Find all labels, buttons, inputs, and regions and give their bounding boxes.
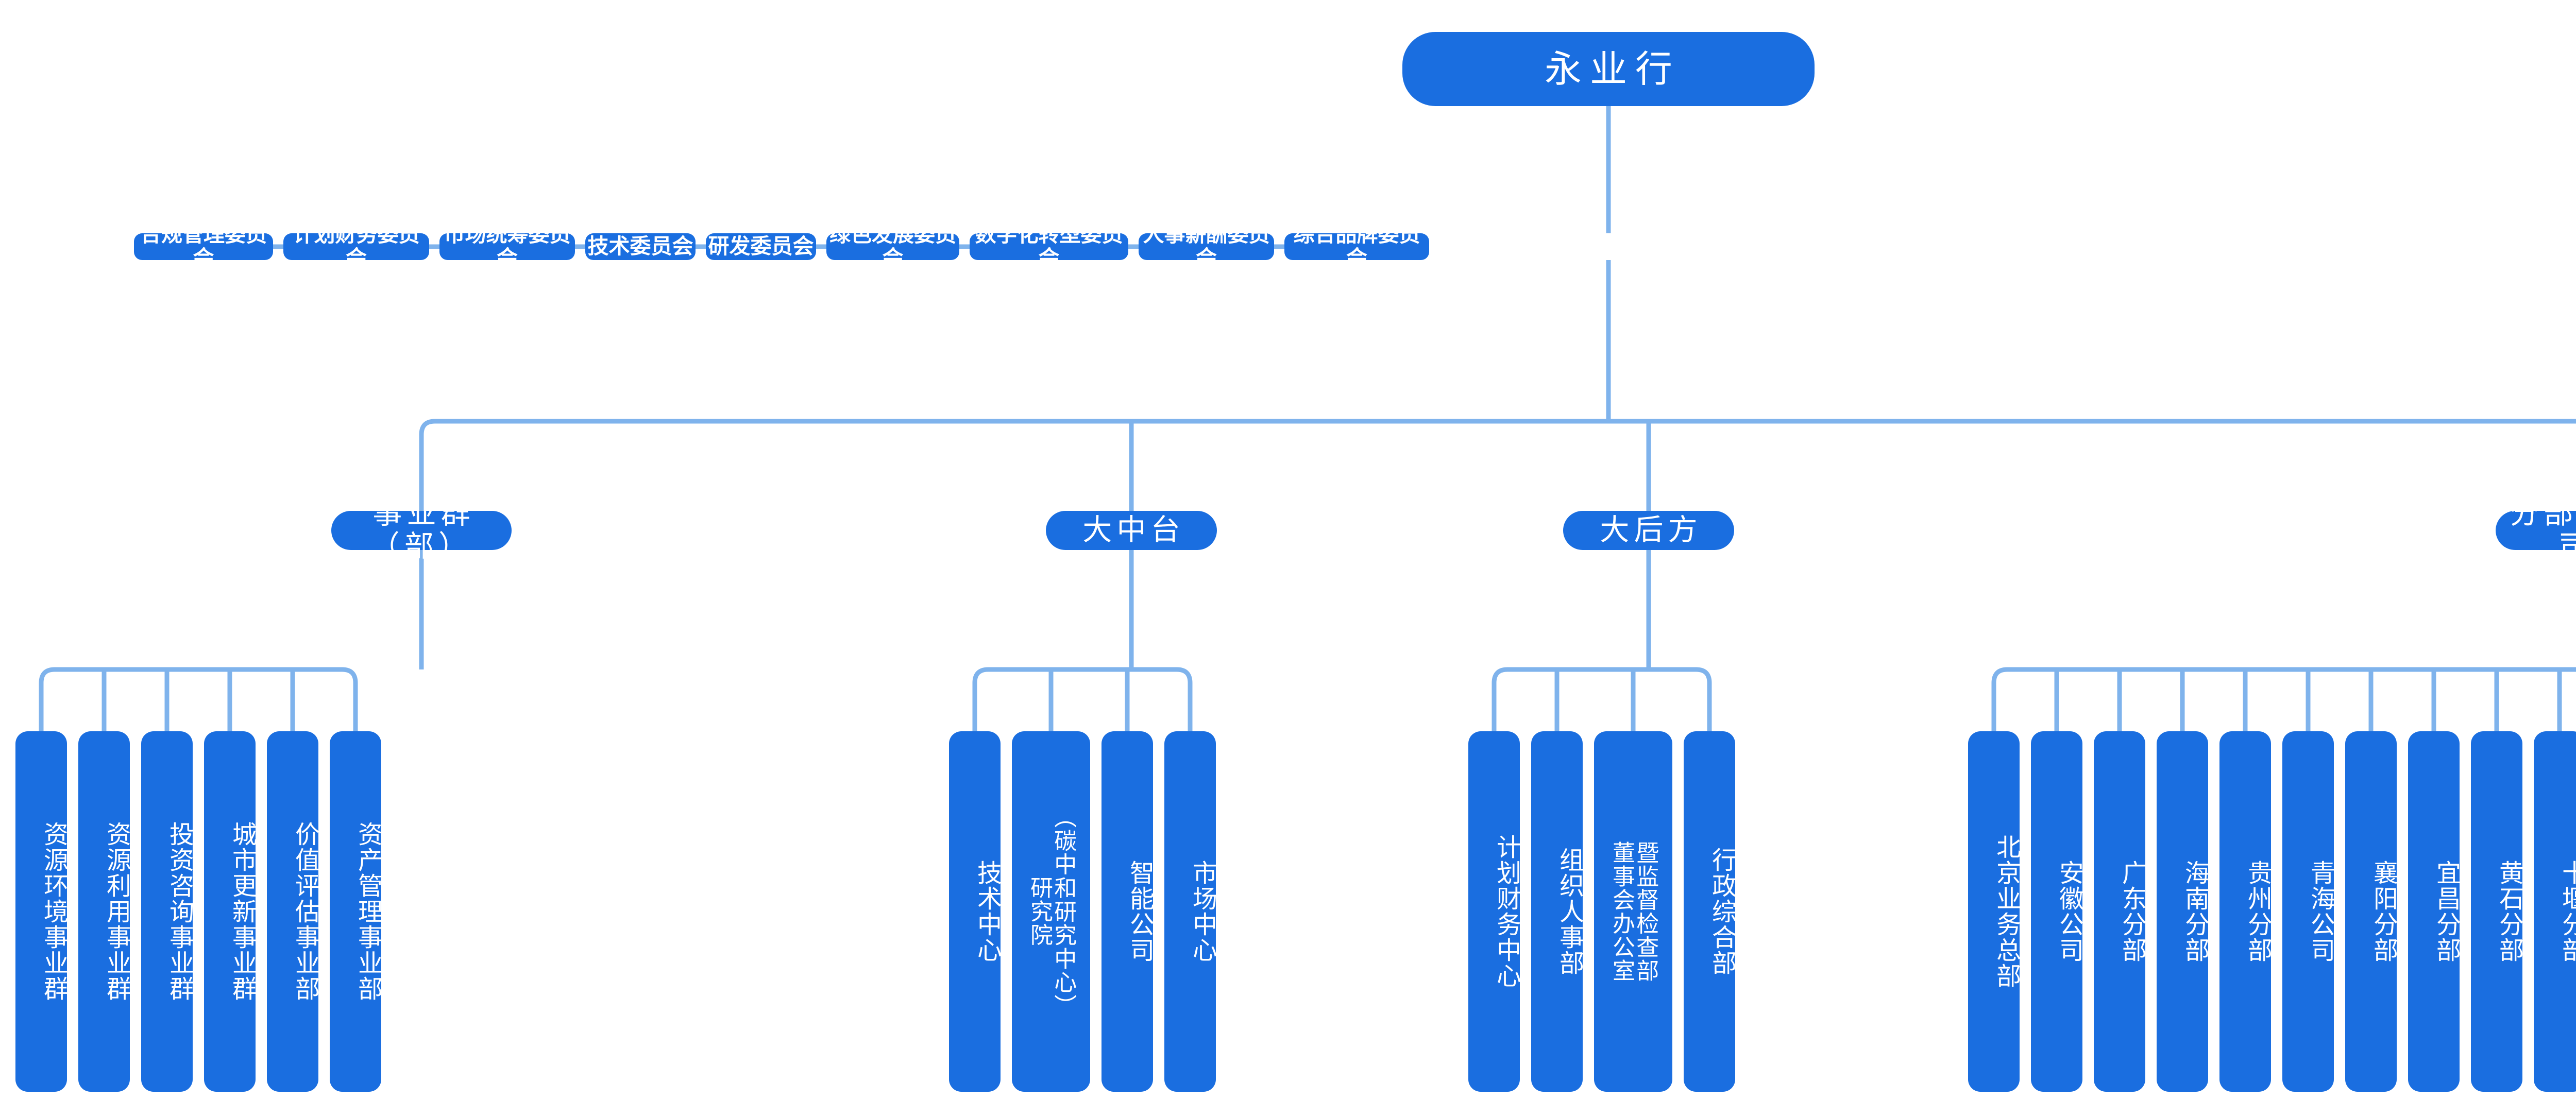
connector <box>419 419 2576 511</box>
leaf-2-2[interactable]: （碳中和研究中心） 研究院 <box>1012 731 1090 1092</box>
node-root[interactable]: 永业行 <box>1402 32 1815 106</box>
leaf-label: 价值评估事业部 <box>291 821 319 1002</box>
leaf-label: 安徽公司 <box>2055 860 2083 963</box>
leaf-label: 广东分部 <box>2117 860 2146 963</box>
group-1[interactable]: 事业群（部） <box>331 497 512 563</box>
leaf-4-3[interactable]: 广东分部 <box>2094 731 2146 1092</box>
committee-8[interactable]: 人事薪酬委员会 <box>1139 222 1274 270</box>
leaf-label: 北京业务总部 <box>1992 834 2021 989</box>
leaf-4-2[interactable]: 安徽公司 <box>2031 731 2083 1092</box>
leaf-label: 技术中心 <box>973 860 1002 963</box>
leaf-label: 十堰分部 <box>2557 860 2576 963</box>
connector <box>1991 667 2576 731</box>
group-2[interactable]: 大中台 <box>1046 511 1217 550</box>
leaf-label: 资源利用事业群 <box>102 821 131 1002</box>
connector <box>972 667 1193 731</box>
leaf-label: 计划财务中心 <box>1492 834 1521 989</box>
leaf-4-5[interactable]: 贵州分部 <box>2219 731 2272 1092</box>
committee-9[interactable]: 综合品牌委员会 <box>1284 222 1429 270</box>
committee-6[interactable]: 绿色发展委员会 <box>826 222 959 270</box>
leaf-label: 暨监督检查部 董事会办公室 <box>1608 840 1659 983</box>
leaf-label: 行政综合部 <box>1707 847 1736 976</box>
connector <box>1492 667 1712 731</box>
leaf-3-3[interactable]: 暨监督检查部 董事会办公室 <box>1594 731 1672 1092</box>
leaf-label: 投资咨询事业群 <box>165 821 194 1002</box>
leaf-4-10[interactable]: 十堰分部 <box>2534 731 2576 1092</box>
connector <box>39 667 358 731</box>
leaf-3-1[interactable]: 计划财务中心 <box>1468 731 1521 1092</box>
group-4[interactable]: 分部（分公司） <box>2496 497 2576 563</box>
leaf-label: 资产管理事业部 <box>353 821 382 1002</box>
leaf-4-4[interactable]: 海南分部 <box>2157 731 2209 1092</box>
leaf-4-8[interactable]: 宜昌分部 <box>2408 731 2461 1092</box>
leaf-4-9[interactable]: 黄石分部 <box>2471 731 2523 1092</box>
leaf-1-6[interactable]: 资产管理事业部 <box>330 731 382 1092</box>
leaf-label: 贵州分部 <box>2243 860 2272 963</box>
leaf-label: 宜昌分部 <box>2432 860 2461 963</box>
committee-2[interactable]: 计划财务委员会 <box>283 222 429 270</box>
leaf-1-1[interactable]: 资源环境事业群 <box>15 731 68 1092</box>
leaf-2-1[interactable]: 技术中心 <box>949 731 1002 1092</box>
leaf-4-6[interactable]: 青海公司 <box>2282 731 2335 1092</box>
group-3[interactable]: 大后方 <box>1563 511 1734 550</box>
leaf-label: 市场中心 <box>1188 860 1217 963</box>
leaf-label: 襄阳分部 <box>2369 860 2398 963</box>
leaf-3-4[interactable]: 行政综合部 <box>1684 731 1736 1092</box>
committee-7[interactable]: 数字化转型委员会 <box>970 222 1128 270</box>
leaf-label: 资源环境事业群 <box>39 821 68 1002</box>
leaf-2-3[interactable]: 智能公司 <box>1101 731 1154 1092</box>
committee-4[interactable]: 技术委员会 <box>585 233 696 260</box>
leaf-1-5[interactable]: 价值评估事业部 <box>267 731 319 1092</box>
leaf-4-7[interactable]: 襄阳分部 <box>2345 731 2398 1092</box>
committee-3[interactable]: 市场统筹委员会 <box>439 222 575 270</box>
committee-5[interactable]: 研发委员会 <box>706 233 816 260</box>
leaf-1-2[interactable]: 资源利用事业群 <box>78 731 131 1092</box>
committee-1[interactable]: 合规管理委员会 <box>134 222 273 270</box>
leaf-label: 城市更新事业群 <box>228 821 257 1002</box>
leaf-label: 青海公司 <box>2306 860 2335 963</box>
leaf-label: 组织人事部 <box>1555 847 1584 976</box>
leaf-4-1[interactable]: 北京业务总部 <box>1968 731 2021 1092</box>
leaf-1-3[interactable]: 投资咨询事业群 <box>141 731 194 1092</box>
leaf-label: 智能公司 <box>1125 860 1154 963</box>
leaf-label: （碳中和研究中心） 研究院 <box>1026 805 1077 1018</box>
leaf-1-4[interactable]: 城市更新事业群 <box>204 731 257 1092</box>
leaf-label: 黄石分部 <box>2495 860 2523 963</box>
leaf-3-2[interactable]: 组织人事部 <box>1531 731 1584 1092</box>
leaf-2-4[interactable]: 市场中心 <box>1164 731 1217 1092</box>
leaf-label: 海南分部 <box>2180 860 2209 963</box>
